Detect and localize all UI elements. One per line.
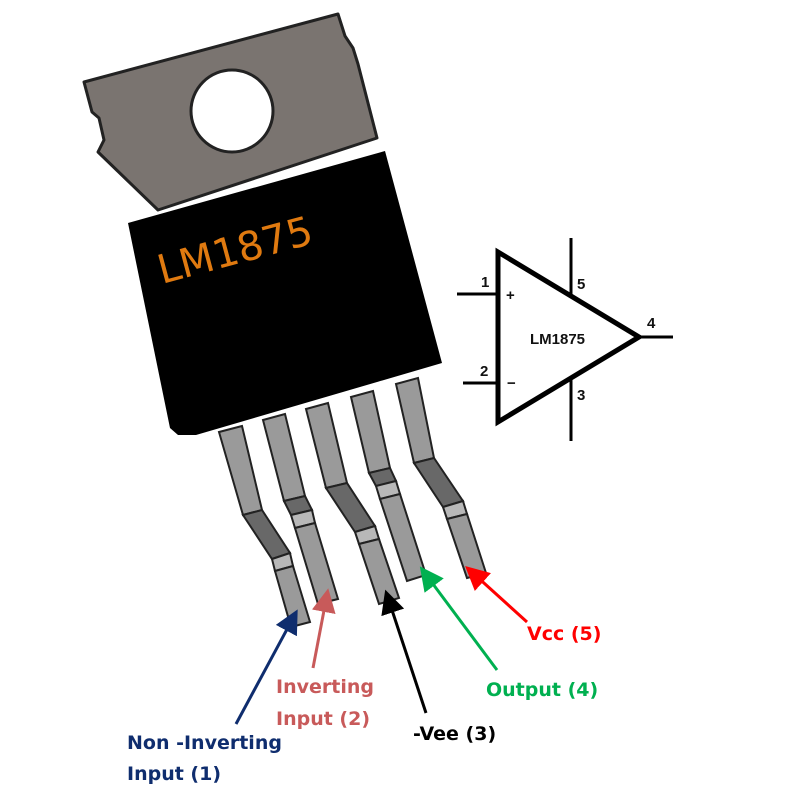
leads <box>217 376 488 629</box>
plus-sign: + <box>506 287 515 304</box>
label-pin-2-line1: Inverting <box>276 676 374 698</box>
pin-labels: Non -Inverting Input (1) Inverting Input… <box>127 623 601 785</box>
arrow-pin-2 <box>311 588 336 669</box>
symbol-pin-5: 5 <box>577 276 585 293</box>
mounting-hole <box>189 68 275 154</box>
to220-package: LM1875 <box>82 12 442 435</box>
lead-pin-1 <box>217 424 312 629</box>
arrow-pin-1 <box>234 609 298 725</box>
label-pin-3: -Vee (3) <box>413 723 496 745</box>
symbol-label: LM1875 <box>530 331 585 348</box>
opamp-symbol: 1 2 3 4 5 + − LM1875 <box>457 238 673 441</box>
label-pin-2-line2: Input (2) <box>276 708 370 730</box>
lead-pin-5 <box>394 376 488 580</box>
label-pin-1-line1: Non -Inverting <box>127 732 282 754</box>
arrow-pin-5 <box>465 565 529 624</box>
symbol-pin-1: 1 <box>481 274 489 291</box>
label-pin-1-line2: Input (1) <box>127 763 221 785</box>
symbol-pin-4: 4 <box>647 315 656 332</box>
minus-sign: − <box>507 375 516 392</box>
symbol-pin-3: 3 <box>577 387 585 404</box>
lead-pin-4 <box>349 389 428 583</box>
label-pin-4: Output (4) <box>486 679 598 701</box>
label-pin-5: Vcc (5) <box>527 623 601 645</box>
opamp-triangle <box>495 247 644 427</box>
lead-pin-2 <box>261 412 340 606</box>
arrow-pin-3 <box>381 589 428 714</box>
arrow-pin-4 <box>419 566 499 671</box>
callout-arrows <box>234 565 529 725</box>
symbol-pin-2: 2 <box>480 363 488 380</box>
lead-pin-3 <box>304 401 401 606</box>
package-body <box>128 151 442 435</box>
